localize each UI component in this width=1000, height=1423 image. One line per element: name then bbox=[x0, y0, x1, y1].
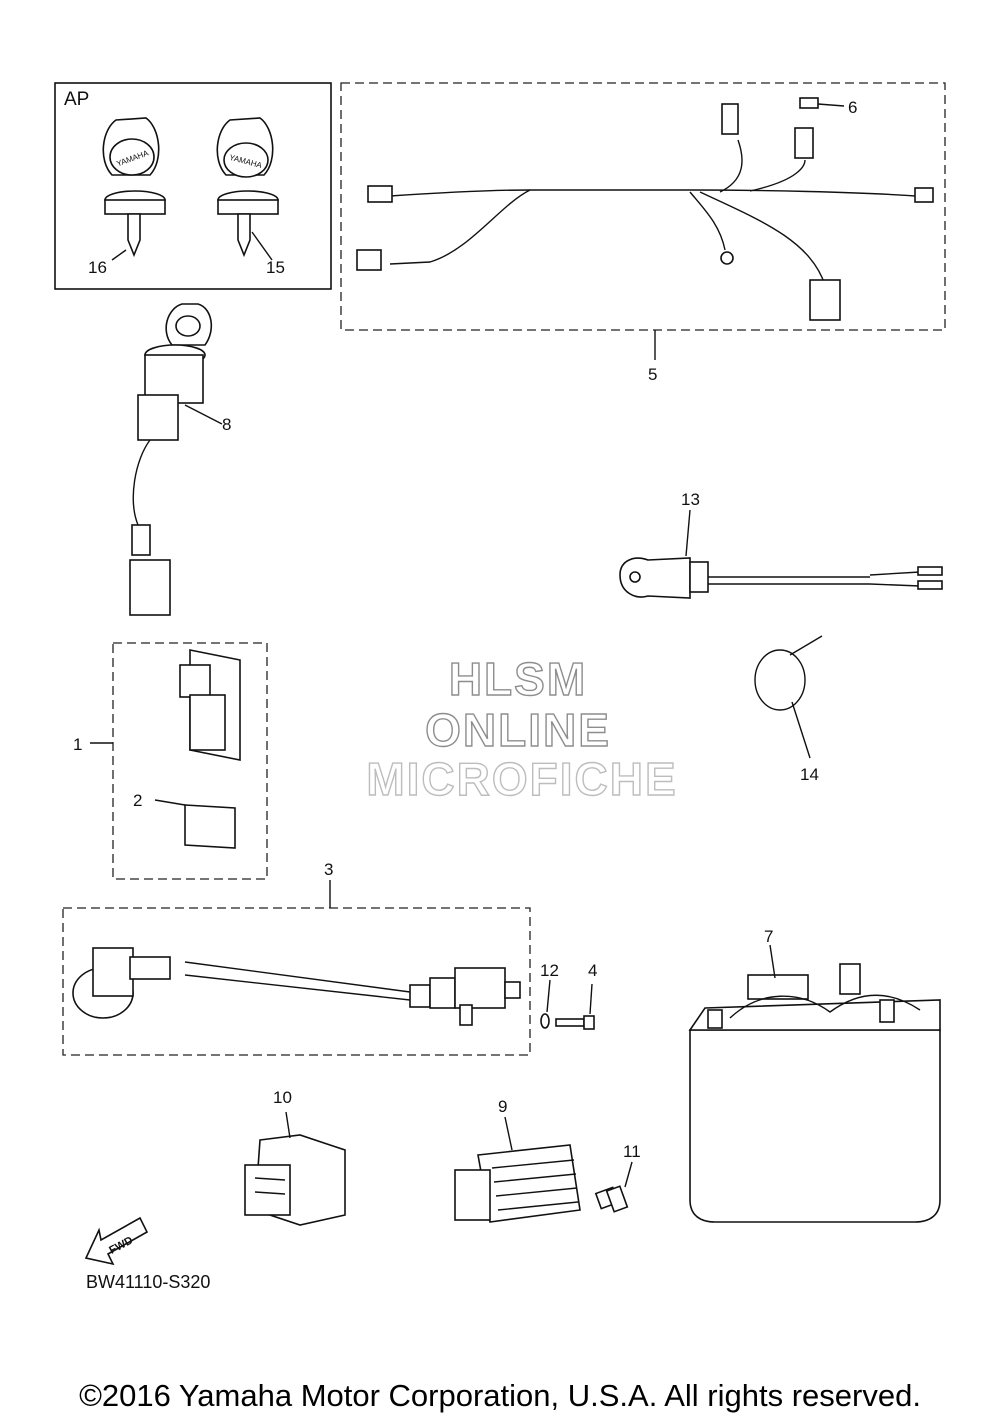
relay-10: 10 bbox=[244, 1088, 346, 1226]
callout-13: 13 bbox=[681, 490, 700, 509]
callout-5: 5 bbox=[648, 365, 657, 384]
watermark-line2: ONLINE bbox=[425, 704, 611, 756]
key-15: YAMAHA bbox=[216, 117, 279, 258]
callout-14: 14 bbox=[800, 765, 819, 784]
battery-7: 7 bbox=[688, 927, 941, 1223]
callout-12: 12 bbox=[540, 961, 559, 980]
key-16: YAMAHA bbox=[102, 117, 166, 258]
callout-2: 2 bbox=[133, 791, 142, 810]
main-switch: 8 bbox=[129, 303, 231, 616]
watermark-line3: MICROFICHE bbox=[366, 753, 677, 805]
callout-3: 3 bbox=[324, 860, 333, 879]
fwd-arrow-icon: FWD bbox=[84, 1216, 149, 1266]
callout-7: 7 bbox=[764, 927, 773, 946]
fuse-6 bbox=[799, 97, 819, 109]
sensor-13: 13 bbox=[619, 490, 943, 599]
callout-1: 1 bbox=[73, 735, 82, 754]
callout-16: 16 bbox=[88, 258, 107, 277]
watermark-line1: HLSM bbox=[449, 653, 587, 705]
cable-tie-14: 14 bbox=[754, 635, 823, 784]
rectifier-regulator-9: 9 bbox=[454, 1097, 581, 1223]
copyright-notice: ©2016 Yamaha Motor Corporation, U.S.A. A… bbox=[79, 1378, 921, 1413]
callout-15: 15 bbox=[266, 258, 285, 277]
callout-9: 9 bbox=[498, 1097, 507, 1116]
callout-11: 11 bbox=[623, 1142, 641, 1161]
callout-8: 8 bbox=[222, 415, 231, 434]
callout-6: 6 bbox=[848, 98, 857, 117]
callout-4: 4 bbox=[588, 961, 597, 980]
watermark: HLSM ONLINE MICROFICHE bbox=[366, 652, 677, 805]
diagram-code: BW41110-S320 bbox=[86, 1272, 210, 1292]
ap-label: AP bbox=[64, 89, 89, 110]
wire-harness-group: 6 5 bbox=[340, 82, 946, 384]
callout-10: 10 bbox=[273, 1088, 292, 1107]
cdi-group: 1 2 bbox=[73, 642, 268, 880]
ignition-coil-group: 3 12 4 bbox=[62, 860, 597, 1056]
bolt-11: 11 bbox=[594, 1142, 641, 1213]
ap-key-group: AP YAMAHA YAMAHA 16 15 bbox=[54, 82, 332, 290]
